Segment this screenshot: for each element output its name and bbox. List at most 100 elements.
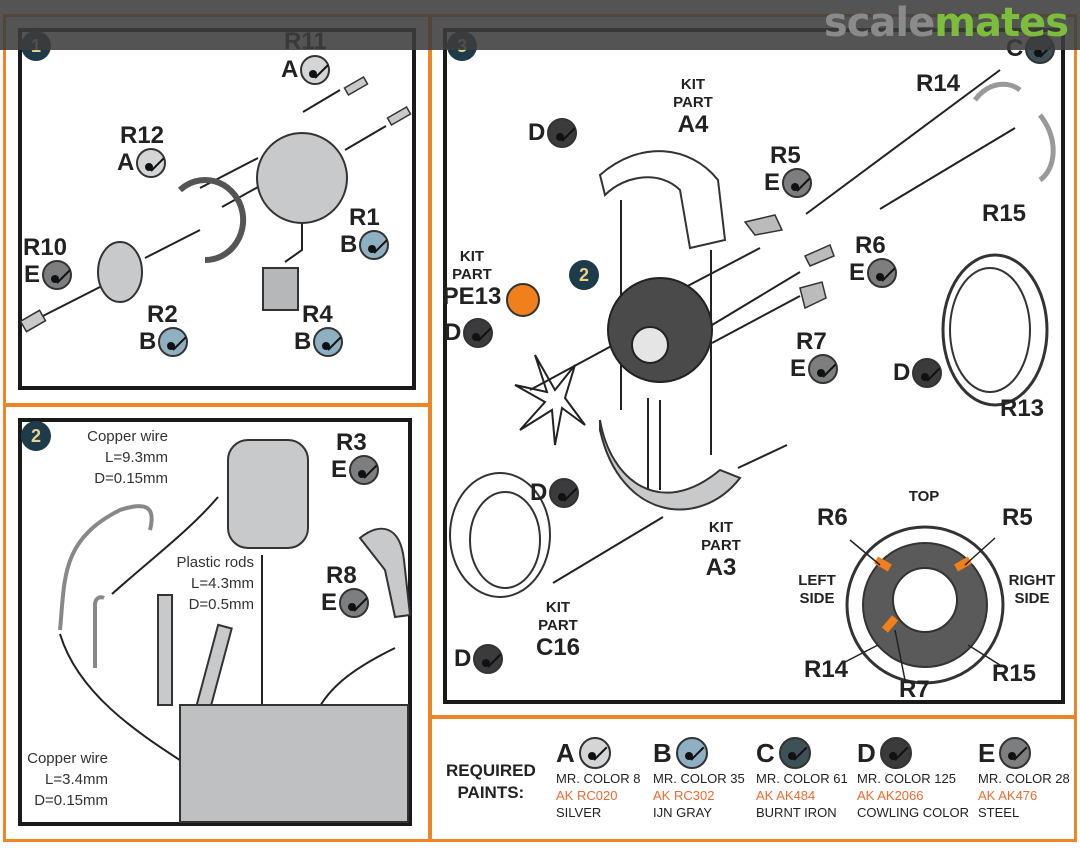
part-R7 [799,281,827,310]
paint-ref-R7: E [790,354,839,384]
note-copper-wire-long: Copper wire L=9.3mm D=0.15mm [87,428,168,487]
photo-etch-icon [506,283,540,317]
paint-D: D MR. COLOR 125 AK AK2066 COWLING COLOR [857,737,969,820]
paint-brush-icon [782,168,813,198]
arrow [344,125,387,151]
part-R5 [743,214,784,236]
note-plastic-rods: Plastic rods L=4.3mm D=0.5mm [176,554,254,613]
paint-brush-icon [547,118,578,148]
paint-ref-R12: A [117,148,167,178]
highlight-R6 [874,556,892,572]
paint-brush-icon [136,148,167,178]
exhaust-part [358,527,412,619]
paint-ref-A3: D [530,478,580,508]
cowling-top-A4 [598,150,727,250]
arrow [34,286,101,321]
pin-part [343,76,369,96]
paint-ref-C16: D [454,644,504,674]
paints-frame [429,716,1077,842]
paint-brush-icon [867,258,898,288]
paint-brush-icon [549,478,580,508]
copper-wire [93,595,105,668]
arrow [711,271,801,326]
diagram-label-R7: R7 [899,676,930,703]
paint-brush-icon [300,55,331,85]
kit-part-C16: KIT PART C16 [535,599,581,661]
kit-part-PE13: KIT PART PE13 [442,248,502,310]
step1-panel [18,28,416,390]
rod-part [157,594,173,706]
pin-part [19,309,47,333]
part-label-R6: R6 [855,232,886,259]
arrow [879,127,1016,210]
diagram-label-R15: R15 [992,660,1037,687]
arrow [284,220,303,263]
copper-wire [58,504,154,631]
highlight-R5 [954,556,972,572]
diagram-label-R5: R5 [1002,504,1033,531]
paint-B: B MR. COLOR 35 AK RC302 IJN GRAY [653,737,745,820]
paint-ref-R6: E [849,258,898,288]
paint-brush-icon [808,354,839,384]
paint-ref-R1: B [340,230,390,260]
pe13-star [514,354,586,446]
paint-brush-icon [879,737,912,769]
ring-part [177,177,247,264]
paint-brush-icon [313,327,344,357]
paint-brush-icon [999,737,1032,769]
paint-ref-R2: B [139,327,189,357]
paint-brush-icon [339,588,370,618]
highlight-R7 [881,615,899,633]
paint-ref-PE13: D [444,318,494,348]
paint-ref-R10: E [24,260,73,290]
engine-hub [631,326,669,364]
paint-ref-R13: D [893,358,943,388]
diagram-label-R14: R14 [804,656,849,683]
paint-ref-R3: E [331,455,380,485]
block-part [262,267,299,311]
paint-brush-icon [578,737,611,769]
paint-brush-icon [675,737,708,769]
paint-brush-icon [473,644,504,674]
arrow [59,633,196,771]
part-R15 [1037,113,1056,183]
arrow [711,295,801,344]
kit-part-A3: KIT PART A3 [701,519,741,581]
part-label-R14: R14 [916,70,961,97]
part-label-R12: R12 [120,122,165,149]
paint-brush-icon [349,455,380,485]
step2-badge: 2 [21,421,51,451]
front-view-hub [892,567,958,633]
paint-ref-R8: E [321,588,370,618]
arrow [679,247,761,291]
crankcase-part [256,132,348,224]
step2-reference-badge: 2 [569,260,599,290]
arrow [199,157,259,189]
part-label-R5: R5 [770,142,801,169]
paint-ref-R5: E [764,168,813,198]
paint-brush-icon [778,737,811,769]
paint-A: A MR. COLOR 8 AK RC020 SILVER [556,737,641,820]
ring-C16-inner [469,491,541,589]
part-R6 [803,243,835,267]
paint-ref-A4: D [528,118,578,148]
paint-brush-icon [42,260,73,290]
arrow [302,89,341,113]
arrow [552,516,664,584]
required-paints-title: REQUIRED PAINTS: [446,761,536,802]
paint-brush-icon [912,358,943,388]
crankcase-base [179,704,409,823]
arrow [144,229,201,259]
paint-brush-icon [463,318,494,348]
scalemates-logo: scalemates [823,0,1069,46]
kit-part-A4: KIT PART A4 [673,76,713,138]
arrow [737,444,788,469]
diagram-label-R6: R6 [817,504,848,531]
part-label-R8: R8 [326,562,357,589]
ring-R13-inner [949,267,1031,393]
part-label-R10: R10 [23,234,68,261]
part-label-R13: R13 [1000,395,1045,422]
